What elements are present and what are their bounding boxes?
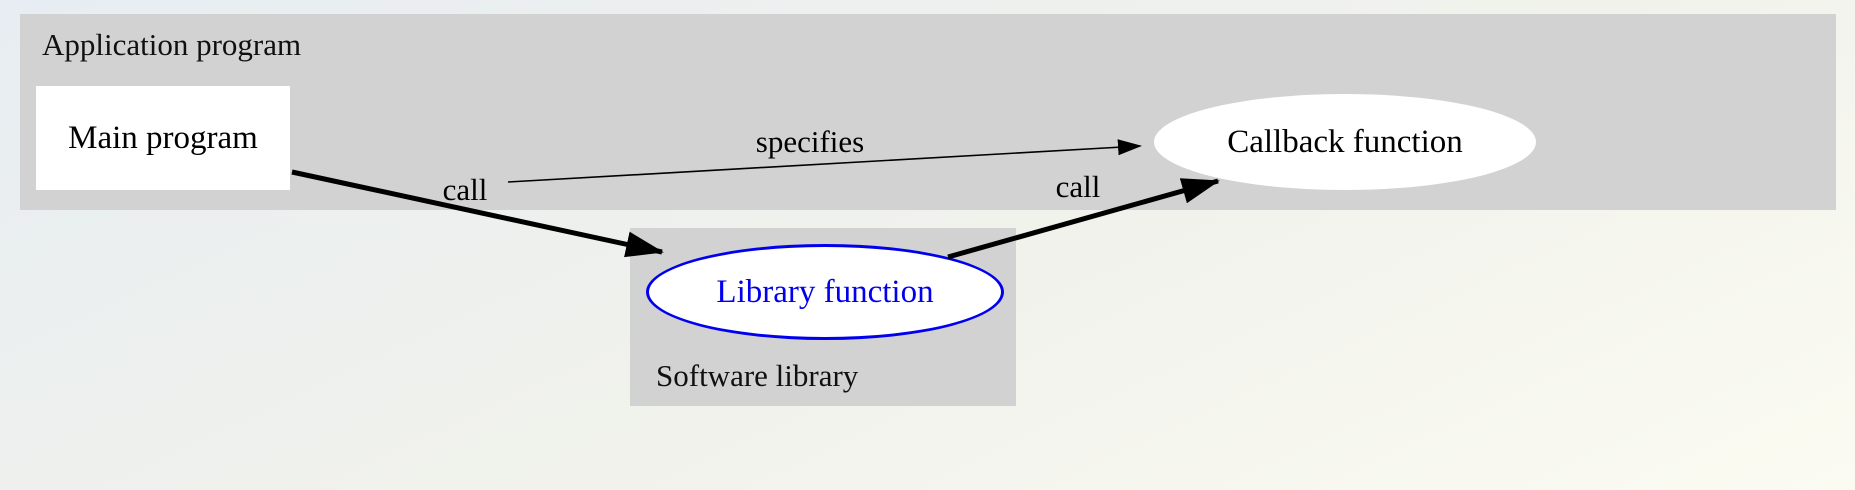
callback-function-label: Callback function bbox=[1227, 123, 1463, 160]
application-program-label: Application program bbox=[42, 27, 302, 62]
library-function-node: Library function bbox=[646, 244, 1004, 340]
software-library-label: Software library bbox=[656, 357, 859, 393]
library-function-label: Library function bbox=[716, 273, 934, 310]
main-program-node: Main program bbox=[36, 86, 290, 190]
callback-function-node: Callback function bbox=[1154, 94, 1536, 190]
application-program-container: Application program bbox=[20, 14, 1836, 210]
main-program-label: Main program bbox=[68, 119, 258, 156]
